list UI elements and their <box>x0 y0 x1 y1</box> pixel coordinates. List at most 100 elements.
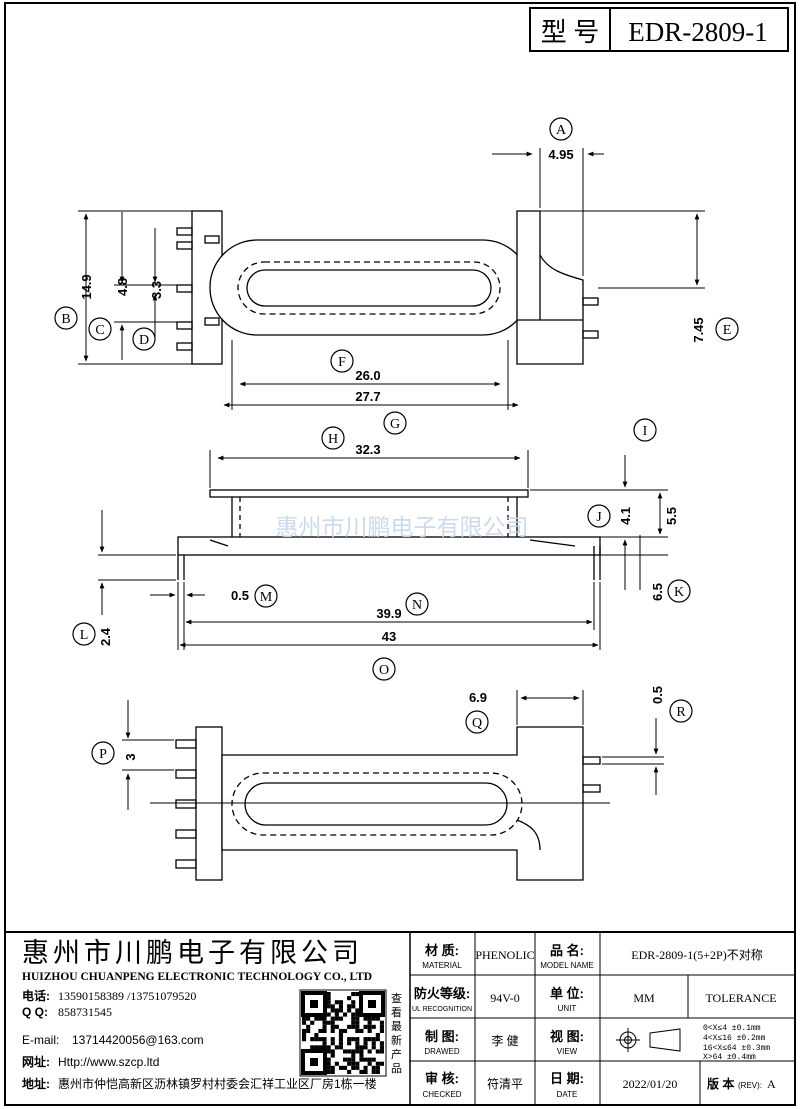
dim-A-value: 4.95 <box>548 147 573 162</box>
tolerance-row-3: X>64 ±0.4mm <box>703 1053 756 1062</box>
qr-module <box>371 1045 376 1050</box>
partname-value: EDR-2809-1(5+2P)不对称 <box>631 948 762 962</box>
qr-module <box>314 1016 319 1021</box>
dim-N-key: N <box>412 598 422 613</box>
qr-module <box>326 1045 331 1050</box>
qr-code <box>299 989 387 1077</box>
qr-module <box>314 1045 319 1050</box>
qr-module <box>347 1008 352 1013</box>
qr-module <box>338 1008 343 1013</box>
date-label-en: DATE <box>557 1090 578 1099</box>
qr-module <box>347 1024 352 1029</box>
qr-module <box>334 1008 339 1013</box>
qr-module <box>355 1041 360 1046</box>
qr-module <box>355 1045 360 1050</box>
qr-module <box>363 1037 368 1042</box>
phone-label: 电话: <box>22 988 50 1003</box>
qr-module <box>359 1028 364 1033</box>
qr-module <box>330 1041 335 1046</box>
qr-module <box>379 1041 384 1046</box>
qr-module <box>347 1004 352 1009</box>
qr-module <box>371 1016 376 1021</box>
tolerance-label: TOLERANCE <box>705 991 776 1005</box>
qr-module <box>318 1016 323 1021</box>
qr-module <box>351 1012 356 1017</box>
qr-module <box>371 1057 376 1062</box>
qr-module <box>355 1016 360 1021</box>
qr-module <box>334 1000 339 1005</box>
dim-J-value: 4.1 <box>618 507 633 525</box>
dim-B-key: B <box>61 312 70 327</box>
qr-module <box>379 1028 384 1033</box>
rev-sub: (REV): <box>738 1081 762 1090</box>
company-block: 惠州市川鹏电子有限公司 HUIZHOU CHUANPENG ELECTRONIC… <box>5 931 795 1105</box>
qr-module <box>330 1069 335 1074</box>
qr-module <box>326 1057 331 1062</box>
qr-module <box>322 1020 327 1025</box>
qr-module <box>363 1024 368 1029</box>
qr-module <box>359 1057 364 1062</box>
drawn-label-en: DRAWED <box>424 1047 459 1056</box>
drawn-label: 制 图: <box>425 1029 459 1044</box>
qq-label: Q Q: <box>22 1005 48 1019</box>
qr-note-4: 产 <box>391 1047 402 1061</box>
fire-label-en: UL RECOGNITION <box>412 1006 472 1013</box>
qr-module <box>371 1037 376 1042</box>
dim-K-key: K <box>674 585 684 600</box>
unit-value: MM <box>633 991 655 1005</box>
qr-module <box>363 1016 368 1021</box>
qr-module <box>355 1049 360 1054</box>
material-value: PHENOLIC <box>475 948 534 962</box>
dim-F-value: 26.0 <box>355 368 380 383</box>
qr-module <box>367 1037 372 1042</box>
view-label: 视 图: <box>550 1029 584 1044</box>
qr-module <box>363 1045 368 1050</box>
qr-module <box>343 1057 348 1062</box>
qr-module <box>306 1024 311 1029</box>
qr-module <box>363 1065 368 1070</box>
qr-module <box>330 1020 335 1025</box>
qr-module <box>355 1012 360 1017</box>
qr-module <box>322 1041 327 1046</box>
qr-module <box>330 1004 335 1009</box>
qr-module <box>334 1016 339 1021</box>
rev-label: 版 本 <box>707 1076 734 1091</box>
qr-note-5: 品 <box>391 1062 402 1075</box>
qr-module <box>318 1037 323 1042</box>
side-view <box>177 489 601 580</box>
qr-module <box>371 1065 376 1070</box>
qr-module <box>338 1004 343 1009</box>
qr-module <box>338 1041 343 1046</box>
qr-module <box>326 992 331 997</box>
watermark: 惠州市川鹏电子有限公司 <box>276 514 529 540</box>
bottom-view <box>150 726 610 881</box>
qr-module <box>343 1028 348 1033</box>
dim-N-value: 39.9 <box>376 606 401 621</box>
qr-module <box>355 1008 360 1013</box>
email-value[interactable]: 13714420056@163.com <box>72 1033 204 1047</box>
rev-value: A <box>767 1077 776 1091</box>
qr-module <box>306 1016 311 1021</box>
qr-module <box>351 1061 356 1066</box>
qr-module <box>330 1028 335 1033</box>
web-value[interactable]: Http://www.szcp.ltd <box>58 1055 159 1069</box>
dim-M-key: M <box>260 590 273 605</box>
qr-module <box>334 1012 339 1017</box>
qr-module <box>330 1065 335 1070</box>
qr-module <box>347 1041 352 1046</box>
qr-module <box>367 1020 372 1025</box>
qr-module <box>375 1033 380 1038</box>
dim-G-value: 27.7 <box>355 389 380 404</box>
addr-label: 地址: <box>22 1076 50 1091</box>
dim-K-value: 6.5 <box>650 583 665 601</box>
qr-module <box>367 1016 372 1021</box>
company-name-en: HUIZHOU CHUANPENG ELECTRONIC TECHNOLOGY … <box>22 971 372 983</box>
qr-module <box>338 1028 343 1033</box>
qr-module <box>330 1053 335 1058</box>
partname-label: 品 名: <box>550 943 584 958</box>
qr-module <box>306 1028 311 1033</box>
qr-module <box>310 1020 315 1025</box>
qr-module <box>334 1045 339 1050</box>
dim-R-key: R <box>676 705 686 720</box>
